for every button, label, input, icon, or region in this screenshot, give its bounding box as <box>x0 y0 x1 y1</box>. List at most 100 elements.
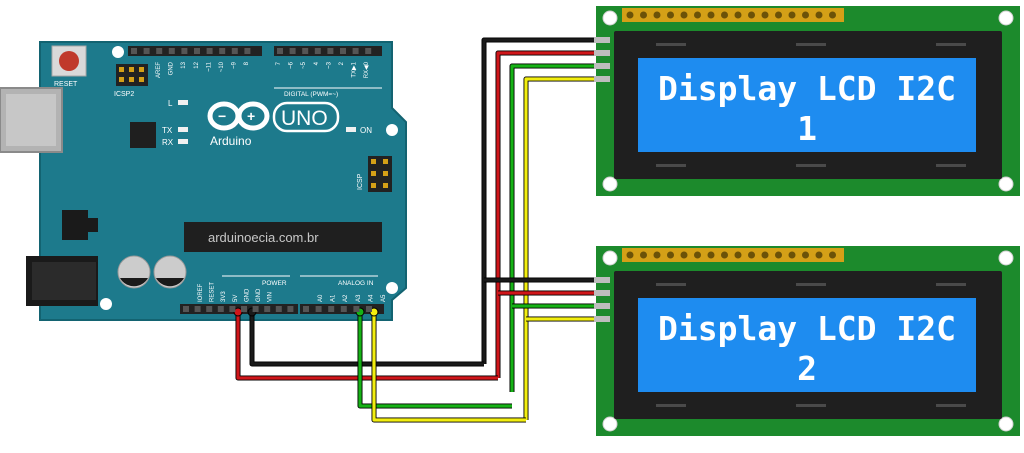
led-tx-label: TX <box>162 126 173 135</box>
sda-wire <box>510 64 594 392</box>
lcd-line-1: Display LCD I2C <box>658 69 956 108</box>
led-rx-label: RX <box>162 138 174 147</box>
bezel-tab <box>796 164 826 167</box>
logo-text: Arduino <box>210 134 252 148</box>
pin-label: RESET <box>210 282 216 302</box>
lcd-line-1: Display LCD I2C <box>658 309 956 348</box>
pin-label: A2 <box>343 294 349 302</box>
pin-label: TX▶1 <box>352 61 358 77</box>
header-pin <box>328 306 335 312</box>
header-pin <box>340 306 347 312</box>
header-pin <box>143 48 150 54</box>
pin-label: 13 <box>181 61 187 68</box>
bezel-tab <box>796 43 826 46</box>
pin-label: RX◀0 <box>364 61 370 78</box>
header-pin <box>365 48 372 54</box>
lcd-pin <box>694 251 701 259</box>
header-pin <box>303 306 309 312</box>
pin-label: GND <box>256 288 262 302</box>
mounting-hole <box>602 176 618 192</box>
voltage-regulator-tab <box>88 218 98 232</box>
pin-label: VIN <box>268 292 274 302</box>
logo-plus: + <box>247 108 255 124</box>
analog-label: ANALOG IN <box>338 280 374 287</box>
mounting-hole <box>998 416 1014 432</box>
usb-connector-inner <box>6 94 56 146</box>
lcd-pin <box>680 11 688 19</box>
lcd-pin <box>707 11 715 19</box>
header-pin <box>168 48 175 54</box>
mounting-hole <box>100 298 112 310</box>
i2c-pin <box>594 303 610 309</box>
microcontroller-chip <box>184 222 382 252</box>
header-pin <box>340 48 346 54</box>
header-pin <box>241 306 247 312</box>
lcd-pin <box>653 11 661 19</box>
lcd-pin-strip <box>622 248 844 262</box>
bezel-tab <box>936 283 966 286</box>
lcd-pin <box>775 11 782 19</box>
voltage-regulator <box>62 210 88 240</box>
smd-chip <box>130 122 156 148</box>
bezel-tab <box>936 164 966 167</box>
gnd-wire <box>250 312 484 366</box>
header-pin <box>277 48 283 54</box>
header-pin <box>181 48 188 54</box>
header-pin <box>287 306 294 312</box>
mounting-hole <box>602 250 618 266</box>
bezel-tab <box>656 164 686 167</box>
sda-wire <box>358 312 512 408</box>
mounting-hole <box>602 416 618 432</box>
header-pin <box>229 306 236 312</box>
header-pin <box>194 306 201 312</box>
pin-label: ~6 <box>289 61 295 69</box>
lcd-pin <box>802 11 809 19</box>
lcd-pin <box>626 251 634 259</box>
bezel-tab <box>796 283 826 286</box>
lcd-pin-strip <box>622 8 844 22</box>
lcd-pin <box>802 251 809 259</box>
header-pin-dots <box>131 48 372 312</box>
led-on-label: ON <box>360 126 372 135</box>
model-badge <box>272 101 340 133</box>
pin-label: ~3 <box>326 61 332 69</box>
pin-label: 3V3 <box>221 291 227 302</box>
lcd-pin <box>775 251 782 259</box>
watermark: arduinoecia.com.br <box>208 230 319 245</box>
header-pin <box>194 48 200 54</box>
reset-button[interactable] <box>59 51 79 71</box>
lcd-pin <box>707 251 715 259</box>
pin-label: ~5 <box>301 61 307 69</box>
pin-label: 8 <box>244 61 250 65</box>
lcd-pin <box>734 251 742 259</box>
i2c-pin <box>594 316 610 322</box>
icsp-label: ICSP <box>357 173 364 190</box>
vcc-wire-outline <box>235 312 498 381</box>
header-pin <box>302 48 309 54</box>
pin-label: A0 <box>318 294 324 302</box>
mounting-hole <box>998 10 1014 26</box>
lcd-pin <box>721 11 728 19</box>
mounting-hole <box>602 10 618 26</box>
model-text: UNO <box>281 107 328 130</box>
header-pin <box>353 306 360 312</box>
lcd-pin <box>653 251 661 259</box>
bezel-tab <box>656 283 686 286</box>
lcd-pin <box>815 251 823 259</box>
vcc-wire <box>236 312 498 380</box>
power-jack-inner <box>32 262 96 300</box>
lcd-pin <box>748 11 755 19</box>
lcd-pin <box>640 11 647 19</box>
lcd-pin <box>734 11 742 19</box>
mounting-hole <box>112 46 124 58</box>
lcd-pin <box>680 251 688 259</box>
gnd-wire <box>482 38 594 364</box>
lcd-pin <box>721 251 728 259</box>
lcd-pin <box>829 251 836 259</box>
